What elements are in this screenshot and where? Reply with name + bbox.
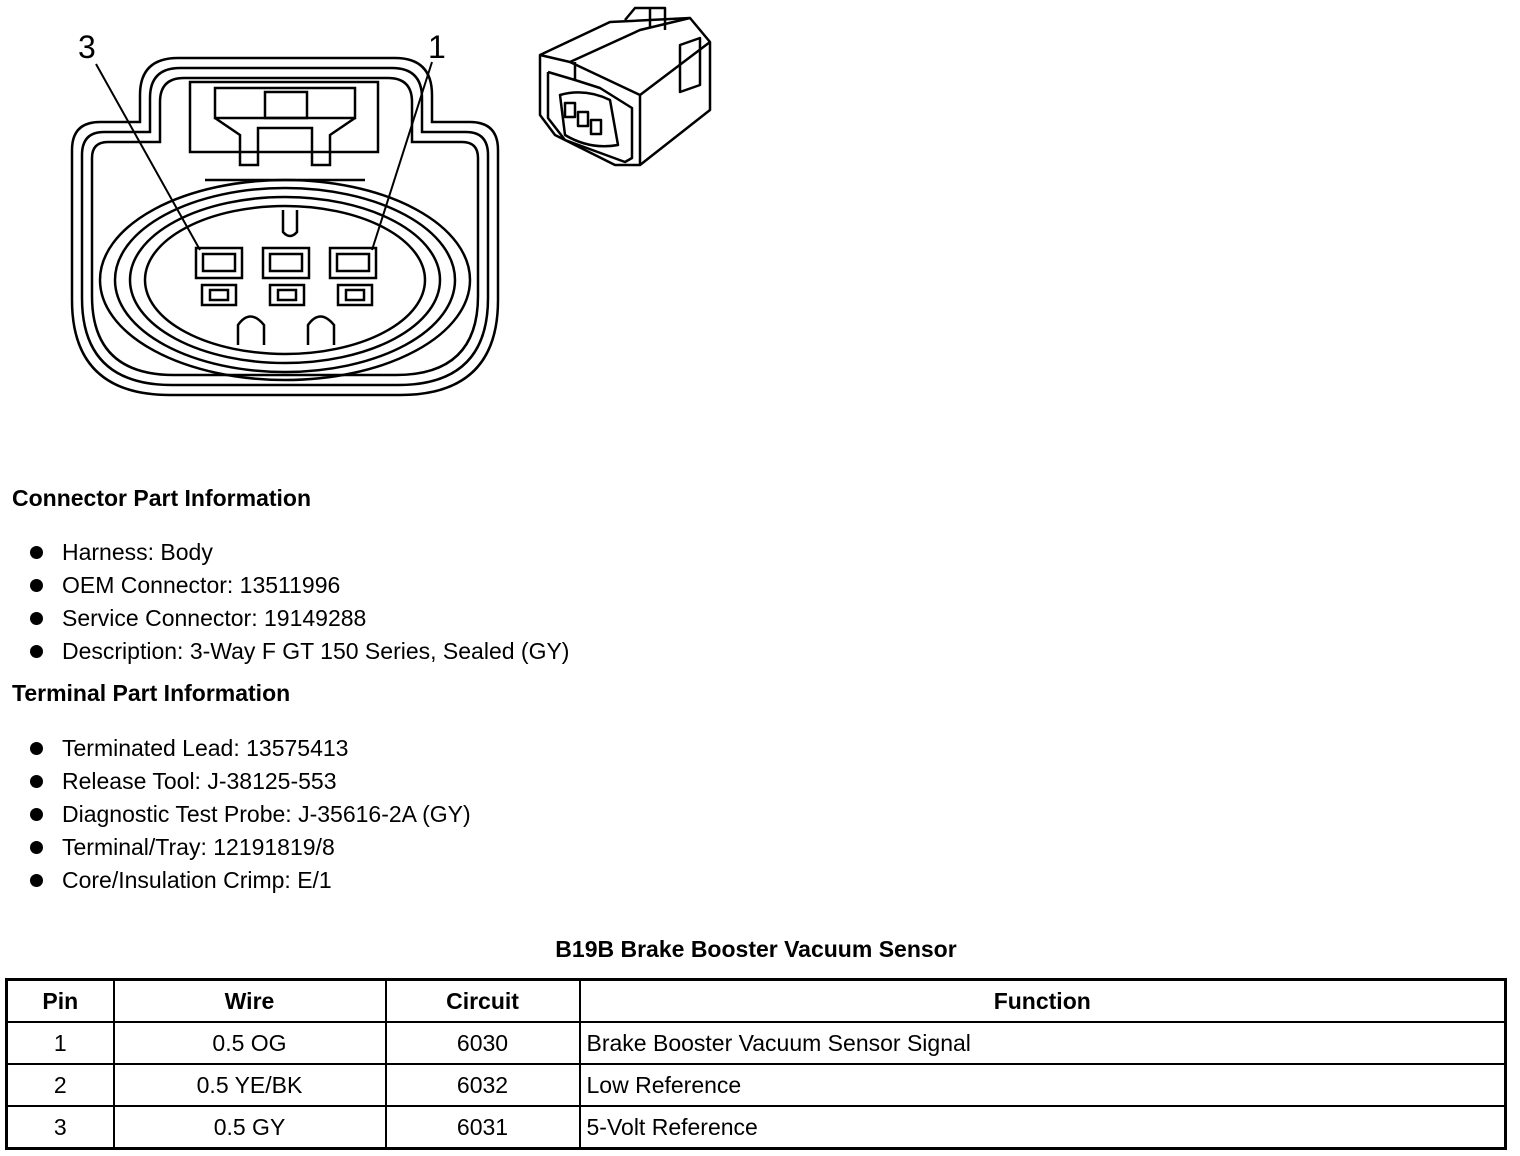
bullet-icon [30,841,43,854]
bullet-icon [30,874,43,887]
cell-wire: 0.5 YE/BK [112,1063,387,1107]
bullet-icon [30,579,43,592]
cavity-1 [328,246,378,280]
connector-part-info-title: Connector Part Information [12,485,312,511]
pin-callout-1: 1 [428,29,446,65]
pin-callout-3: 3 [78,29,96,65]
cell-wire: 0.5 GY [112,1105,387,1150]
bullet-icon [30,808,43,821]
cell-function: Low Reference [578,1063,1507,1107]
list-item: Core/Insulation Crimp: E/1 [30,864,471,897]
connector-isometric-icon [538,6,712,167]
table-row: 1 0.5 OG 6030 Brake Booster Vacuum Senso… [5,1021,1507,1065]
latch [188,80,380,154]
callout-leader-3 [95,63,201,251]
list-item: Terminal/Tray: 12191819/8 [30,831,471,864]
connector-outer-housing [70,56,500,397]
bullet-icon [30,612,43,625]
cell-circuit: 6030 [384,1021,581,1065]
header-wire: Wire [112,978,387,1023]
table-row: 3 0.5 GY 6031 5-Volt Reference [5,1105,1507,1150]
cell-pin: 1 [5,1021,115,1065]
terminal-part-info-list: Terminated Lead: 13575413 Release Tool: … [30,732,471,897]
seal-inner [143,204,427,356]
list-item: Service Connector: 19149288 [30,602,569,635]
cell-pin: 3 [5,1105,115,1150]
bullet-icon [30,645,43,658]
list-item: OEM Connector: 13511996 [30,569,569,602]
list-item: Description: 3-Way F GT 150 Series, Seal… [30,635,569,668]
cavity-3 [194,246,244,280]
table-header-row: Pin Wire Circuit Function [5,978,1507,1023]
cell-circuit: 6031 [384,1105,581,1150]
list-item: Harness: Body [30,536,569,569]
header-function: Function [578,978,1507,1023]
header-pin: Pin [5,978,115,1023]
header-circuit: Circuit [384,978,581,1023]
cell-circuit: 6032 [384,1063,581,1107]
connector-diagram: 3 1 [70,6,712,397]
table-title: B19B Brake Booster Vacuum Sensor [555,936,957,962]
cell-pin: 2 [5,1063,115,1107]
callout-leader-1 [371,61,433,251]
cavity-2 [261,246,311,280]
seal-outer [98,178,472,382]
table-row: 2 0.5 YE/BK 6032 Low Reference [5,1063,1507,1107]
pinout-table: Pin Wire Circuit Function 1 0.5 OG 6030 … [5,978,1507,1150]
list-item: Diagnostic Test Probe: J-35616-2A (GY) [30,798,471,831]
cell-wire: 0.5 OG [112,1021,387,1065]
bullet-icon [30,546,43,559]
cell-function: 5-Volt Reference [578,1105,1507,1150]
bullet-icon [30,775,43,788]
terminal-part-info-title: Terminal Part Information [12,680,291,706]
bullet-icon [30,742,43,755]
list-item: Release Tool: J-38125-553 [30,765,471,798]
connector-part-info-list: Harness: Body OEM Connector: 13511996 Se… [30,536,569,668]
cell-function: Brake Booster Vacuum Sensor Signal [578,1021,1507,1065]
list-item: Terminated Lead: 13575413 [30,732,471,765]
